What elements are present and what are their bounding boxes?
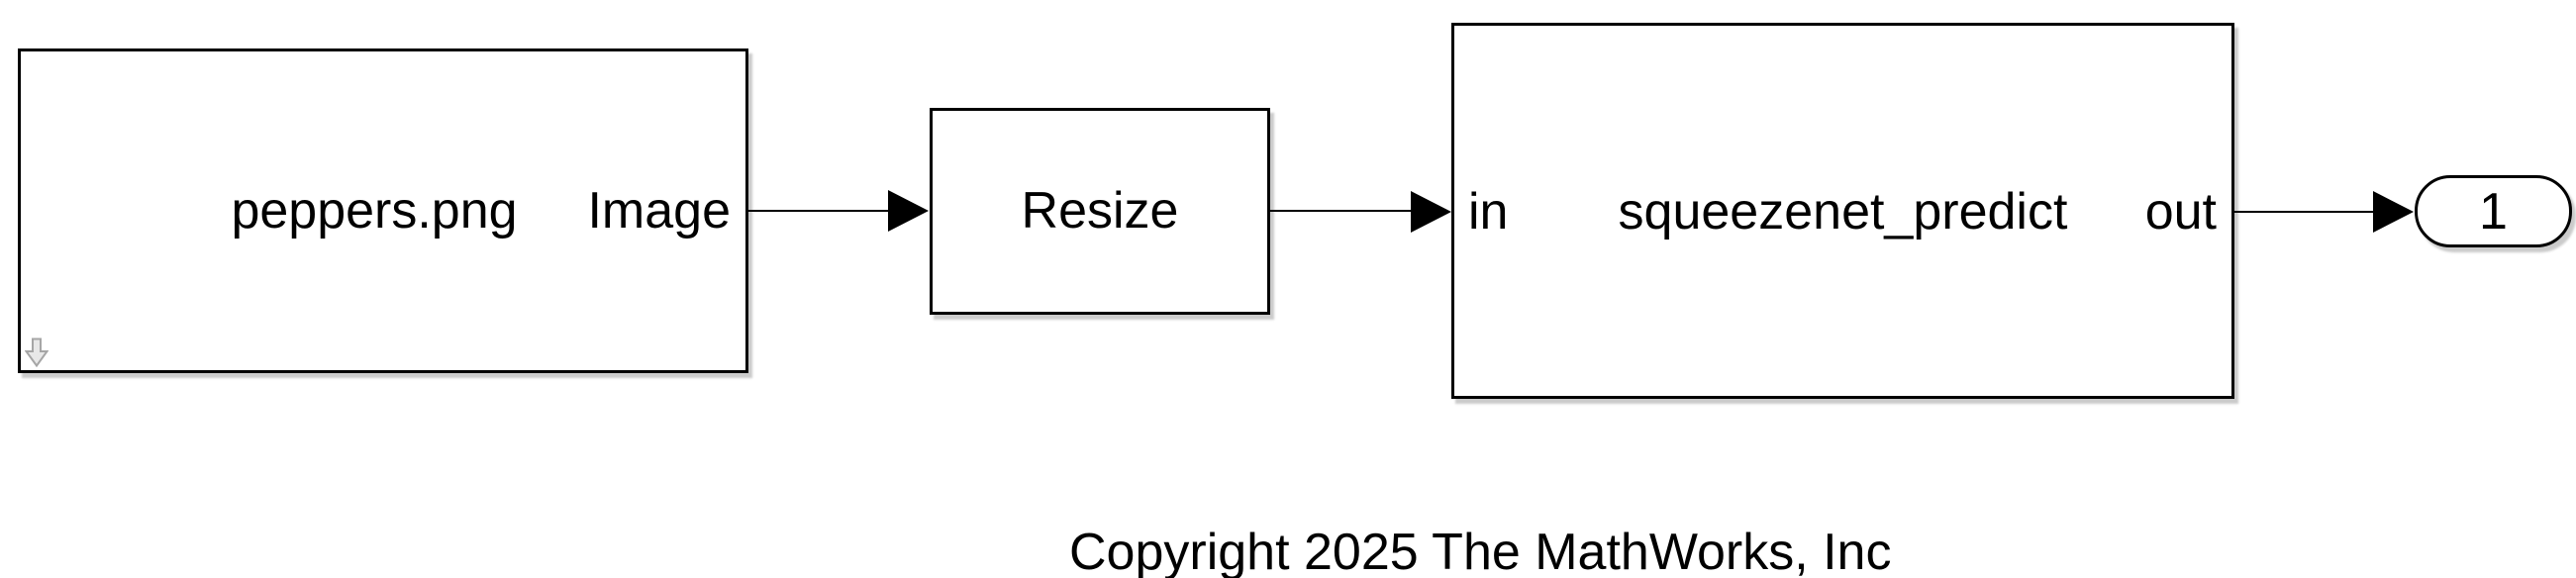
image-from-file-filename-label: peppers.png	[231, 182, 518, 240]
wire-resize-to-squeezenet[interactable]	[1270, 210, 1412, 212]
copyright-annotation[interactable]: Copyright 2025 The MathWorks, Inc	[1069, 524, 1892, 578]
squeezenet-predict-block[interactable]	[1451, 23, 2234, 399]
squeezenet-input-port-label: in	[1468, 183, 1509, 241]
outport-block[interactable]: 1	[2415, 175, 2572, 247]
wire-image-to-resize[interactable]	[748, 210, 891, 212]
wire-squeezenet-to-outport[interactable]	[2234, 211, 2375, 213]
squeezenet-output-port-label: out	[2144, 183, 2217, 241]
wire-arrowhead-icon	[888, 190, 929, 232]
image-output-port-label: Image	[587, 182, 731, 240]
wire-arrowhead-icon	[1411, 191, 1451, 233]
image-from-file-block[interactable]	[18, 48, 748, 373]
resize-block[interactable]	[930, 108, 1270, 315]
squeezenet-block-label: squeezenet_predict	[1618, 183, 2068, 241]
download-arrow-icon	[25, 337, 49, 367]
wire-arrowhead-icon	[2373, 191, 2414, 233]
outport-number-label: 1	[2479, 182, 2508, 241]
resize-block-label: Resize	[1021, 182, 1179, 240]
